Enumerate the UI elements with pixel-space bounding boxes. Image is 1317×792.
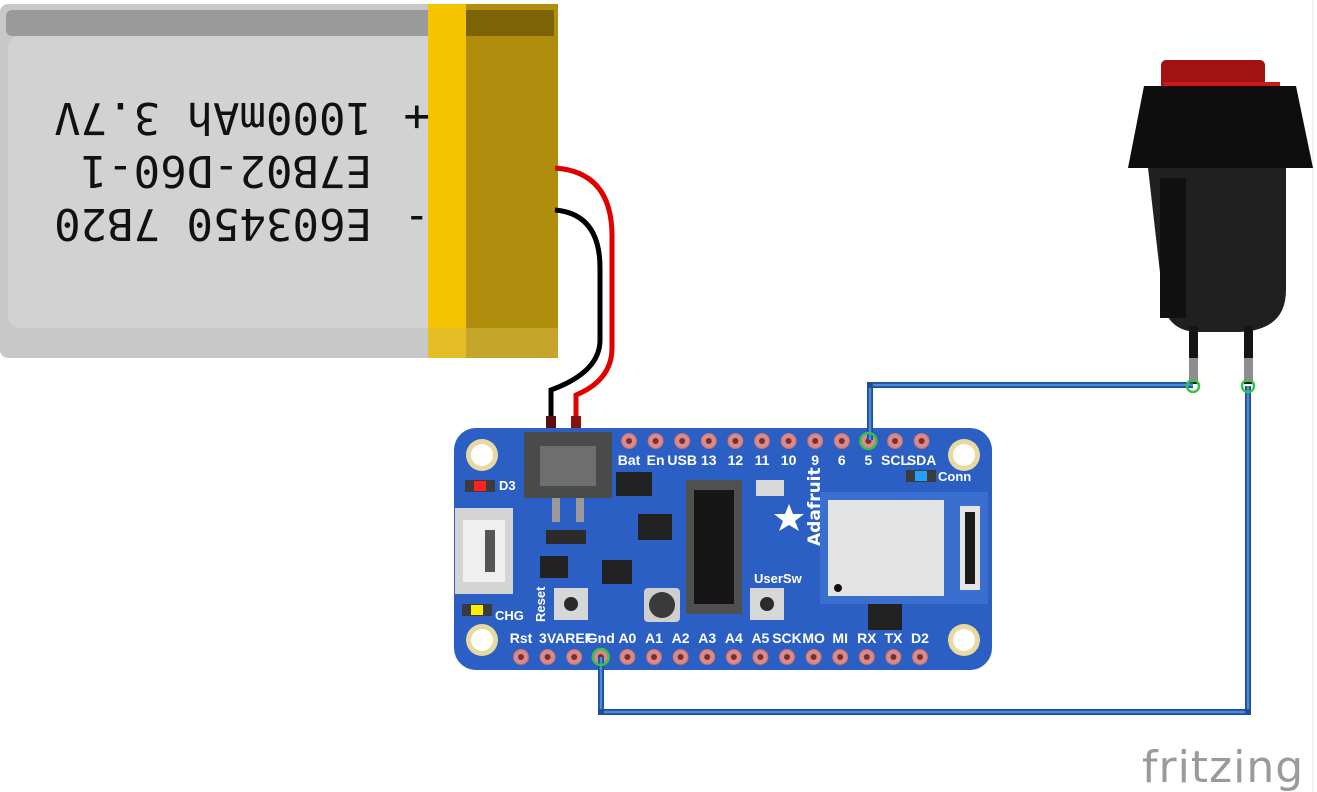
top-pin-label: SDA bbox=[907, 452, 937, 468]
d3-label: D3 bbox=[499, 478, 516, 493]
button-leg-left-metal bbox=[1189, 358, 1198, 382]
bottom-pin-label: Gnd bbox=[587, 630, 615, 646]
bottom-pin-label: A3 bbox=[698, 630, 716, 646]
feather-board: D3 CHG Reset UserSw Adafruit bbox=[454, 428, 992, 670]
pushbutton bbox=[1128, 60, 1313, 384]
top-pin-label: 13 bbox=[701, 452, 717, 468]
battery-plus-sign: + bbox=[404, 92, 431, 143]
ic-chip bbox=[616, 472, 652, 496]
adafruit-flower-icon bbox=[774, 504, 804, 531]
bottom-pin-label: Rst bbox=[510, 630, 533, 646]
button-collar bbox=[1128, 86, 1313, 168]
bottom-pin-label: A2 bbox=[672, 630, 690, 646]
bottom-pin-label: A5 bbox=[751, 630, 769, 646]
button-leg-right-metal bbox=[1244, 358, 1253, 382]
bottom-pin-label: MO bbox=[802, 630, 825, 646]
button-body-shade bbox=[1160, 178, 1186, 318]
usersw-label: UserSw bbox=[754, 571, 803, 586]
top-pin-label: 12 bbox=[728, 452, 744, 468]
battery-negative-wire bbox=[548, 207, 603, 425]
bottom-pin-label: D2 bbox=[911, 630, 929, 646]
top-pin-label: 10 bbox=[781, 452, 797, 468]
battery-sign-group: + - bbox=[404, 92, 431, 246]
bottom-pin-label: TX bbox=[884, 630, 903, 646]
bottom-pin-label: SCK bbox=[772, 630, 802, 646]
battery-tape-shadow bbox=[466, 10, 554, 36]
battery-positive-wire bbox=[554, 165, 615, 425]
fritzing-watermark: fritzing bbox=[1142, 742, 1304, 792]
battery-label-group: 1000mAh 3.7V E7B02-D60-1 E603450 7B20 bbox=[54, 92, 372, 249]
bottom-pin-row bbox=[513, 649, 928, 665]
top-pin-label: SCL bbox=[881, 452, 909, 468]
battery-tape-highlight bbox=[428, 4, 466, 358]
bottom-pin-label: AREF bbox=[555, 630, 594, 646]
battery-top-edge bbox=[6, 10, 554, 36]
top-pin-label: USB bbox=[667, 452, 697, 468]
battery-tape-bottom bbox=[428, 328, 558, 358]
bottom-pin-label: 3V bbox=[539, 630, 557, 646]
gnd-connection bbox=[591, 647, 611, 667]
button-leg-left bbox=[1189, 326, 1198, 384]
button-leg-right bbox=[1244, 326, 1253, 384]
bottom-pin-label: RX bbox=[857, 630, 877, 646]
battery-body bbox=[8, 36, 556, 328]
bottom-pin-label: MI bbox=[832, 630, 848, 646]
bottom-pin-label: A0 bbox=[618, 630, 636, 646]
top-pin-label: Bat bbox=[618, 452, 641, 468]
chg-label: CHG bbox=[495, 608, 524, 623]
pin5-connection bbox=[859, 431, 878, 451]
top-pin-label: 11 bbox=[755, 452, 770, 468]
button-right-leg-connection bbox=[1240, 378, 1256, 394]
button-left-leg-connection bbox=[1185, 378, 1201, 394]
positive-lead-tip bbox=[571, 416, 581, 432]
jumper-wires bbox=[598, 378, 1256, 715]
battery-label-line1: 1000mAh 3.7V bbox=[54, 92, 372, 143]
reset-label: Reset bbox=[533, 586, 548, 622]
top-pin-label: 6 bbox=[838, 452, 846, 468]
lipo-battery: 1000mAh 3.7V E7B02-D60-1 E603450 7B20 + … bbox=[0, 4, 558, 358]
bottom-pin-label: A4 bbox=[725, 630, 743, 646]
battery-minus-sign: - bbox=[404, 195, 431, 246]
top-pin-label: En bbox=[647, 452, 665, 468]
battery-label-line3: E603450 7B20 bbox=[54, 198, 372, 249]
battery-label-line2: E7B02-D60-1 bbox=[81, 145, 372, 196]
conn-label: Conn bbox=[938, 469, 971, 484]
top-pin-label: 9 bbox=[811, 452, 819, 468]
bottom-pin-label: A1 bbox=[645, 630, 663, 646]
negative-lead-tip bbox=[546, 416, 556, 432]
top-pin-label: 5 bbox=[865, 452, 873, 468]
